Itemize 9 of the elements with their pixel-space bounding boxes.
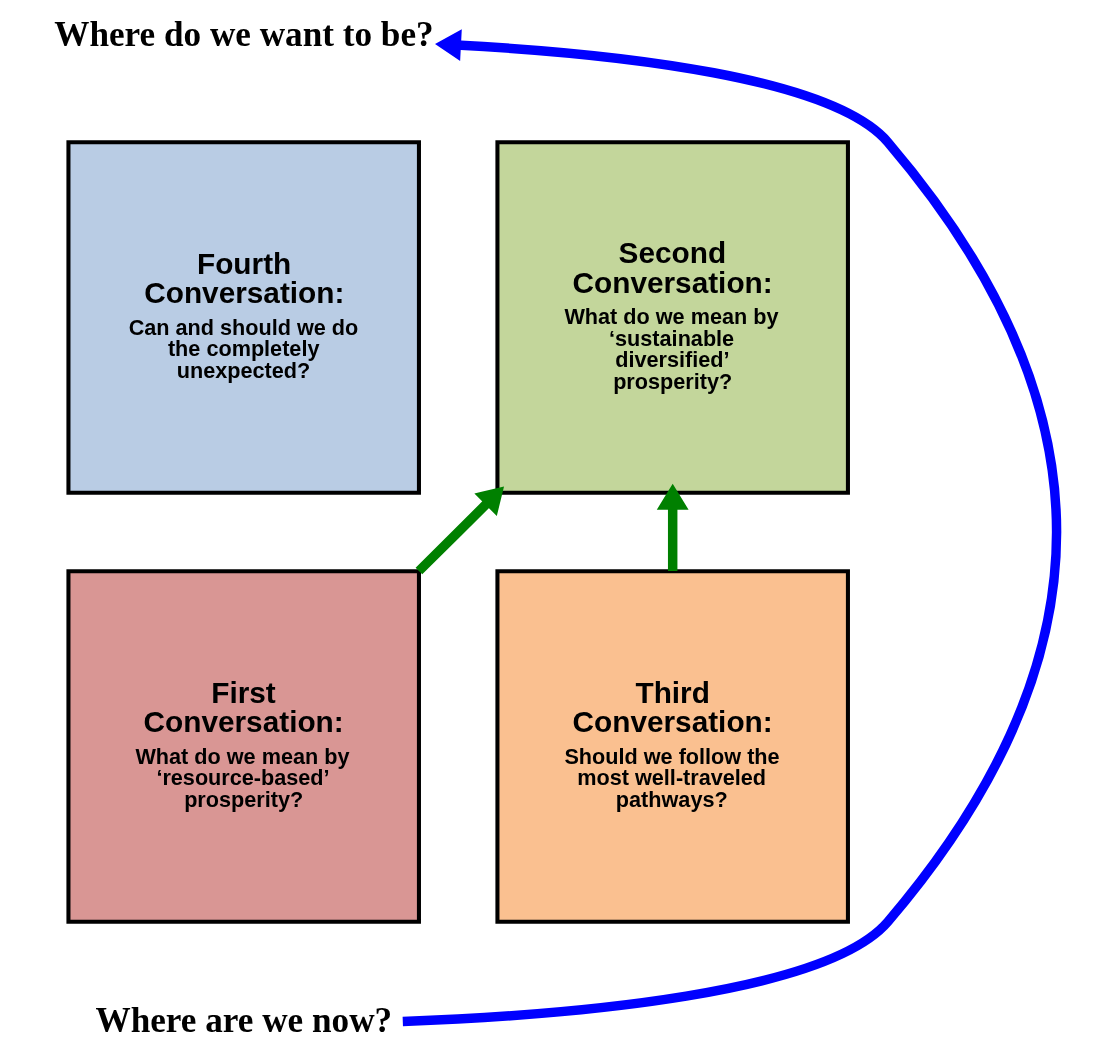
node-box: First Conversation: What do we mean by ‘resource-based’ prosperity?: [65, 569, 421, 924]
node-text: Where do we want to be?: [53, 14, 434, 54]
node-box: Third Conversation: Should we follow the most well-traveled pathways?: [494, 569, 850, 924]
arrow: [656, 483, 689, 571]
node-box: Fourth Conversation: Can and should we do the completely unexpected?: [65, 140, 421, 495]
arrow: [402, 29, 1061, 1027]
node-box: Second Conversation: What do we mean by ‘sustainable diversified’ prosperity?: [494, 140, 850, 495]
arrow: [415, 486, 504, 575]
node-text: Where are we now?: [95, 1001, 392, 1041]
